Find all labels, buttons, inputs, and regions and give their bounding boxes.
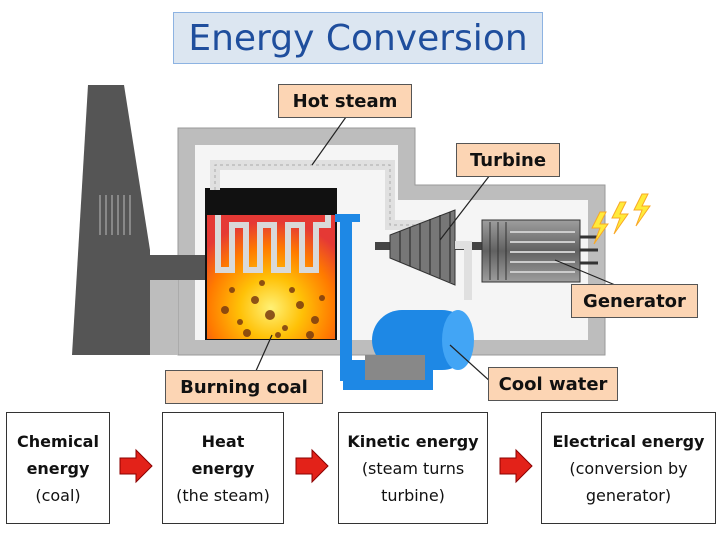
label-cool-water: Cool water	[488, 367, 618, 401]
arrow-right-icon	[119, 448, 153, 484]
stage-heat-energy: Heat energy (the steam)	[162, 412, 284, 524]
stage-line: energy	[26, 458, 90, 478]
generator-icon	[481, 219, 598, 283]
arrow-right-icon	[499, 448, 533, 484]
condenser-tank	[365, 310, 474, 380]
label-turbine: Turbine	[456, 143, 560, 177]
stage-line: turbine)	[381, 485, 445, 505]
label-burning-coal: Burning coal	[165, 370, 323, 404]
chimney-icon	[72, 85, 205, 355]
arrow-right-icon	[295, 448, 329, 484]
stage-line: Chemical	[17, 431, 99, 451]
stage-line: (coal)	[35, 485, 81, 505]
pointer-lines	[254, 116, 621, 384]
label-hot-steam: Hot steam	[278, 84, 412, 118]
stage-chemical-energy: Chemical energy (coal)	[6, 412, 110, 524]
turbine-icon	[389, 209, 472, 300]
label-generator: Generator	[571, 284, 698, 318]
stage-line: (conversion by	[569, 458, 688, 478]
boiler-tubes	[215, 215, 331, 273]
lightning-icon	[591, 193, 651, 245]
stage-line: (steam turns	[361, 458, 465, 478]
stage-kinetic-energy: Kinetic energy (steam turns turbine)	[338, 412, 488, 524]
stage-line: Electrical energy	[552, 431, 705, 451]
stage-line: generator)	[585, 485, 672, 505]
stage-line: energy	[191, 458, 255, 478]
title-box: Energy Conversion	[173, 12, 543, 64]
stage-line: Kinetic energy	[347, 431, 479, 451]
stage-line: (the steam)	[176, 485, 270, 505]
stage-line: Heat	[201, 431, 245, 451]
stage-electrical-energy: Electrical energy (conversion by generat…	[541, 412, 716, 524]
page-title: Energy Conversion	[188, 17, 528, 59]
